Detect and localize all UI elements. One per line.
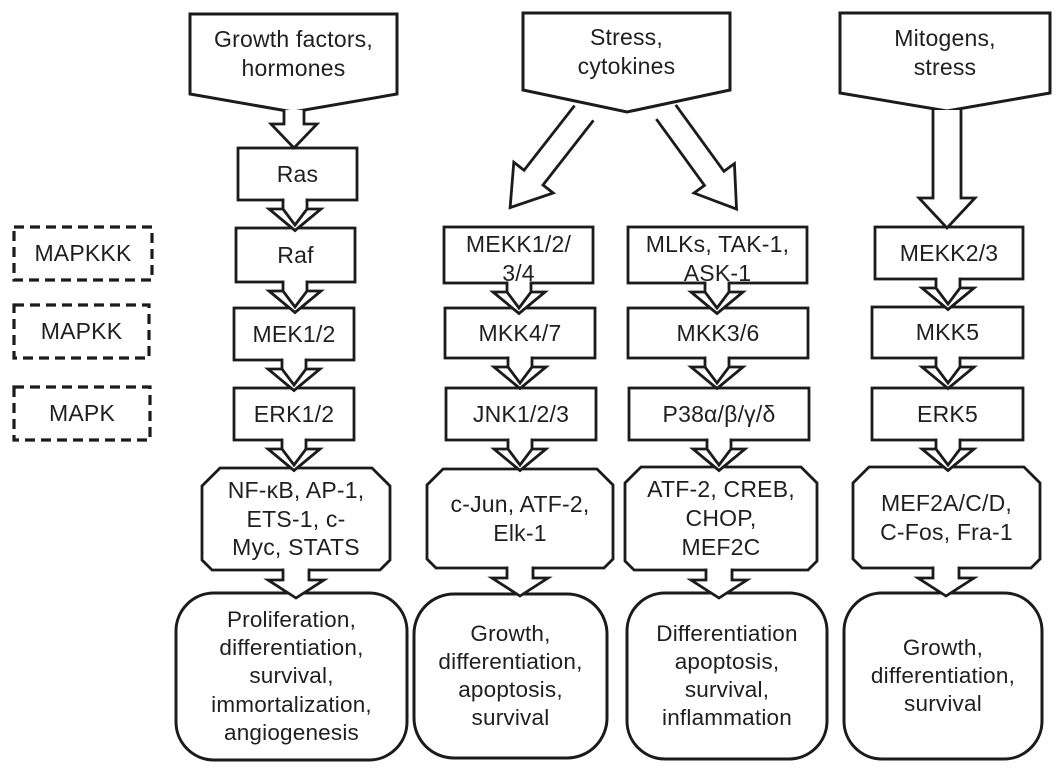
kinase-box-erk5 xyxy=(870,386,1025,442)
arrow-tfs-to-outcome-erk5 xyxy=(916,564,976,598)
tf-box-erk5-pathway xyxy=(851,465,1042,570)
arrow-mek12-to-erk12 xyxy=(266,356,322,392)
kinase-label-erk5: ERK5 xyxy=(917,400,978,427)
kinase-label-raf: Raf xyxy=(277,241,314,268)
arrow-mekk23-to-mkk5 xyxy=(920,275,976,311)
kinase-label-mek12: MEK1/2 xyxy=(252,320,336,347)
arrow-mkk36-to-p38 xyxy=(689,354,745,390)
row-label-box-mapk xyxy=(12,385,152,442)
arrow-mitogens-to-mekk23 xyxy=(917,108,977,230)
row-label-mapkkk: MAPKKK xyxy=(34,240,132,267)
kinase-box-erk12 xyxy=(232,386,356,442)
kinase-label-mkk36: MKK3/6 xyxy=(676,319,760,346)
arrow-jnk123-to-tfs xyxy=(492,436,548,472)
kinase-label-mkk5: MKK5 xyxy=(915,319,980,346)
source-shape-mitogens-stress xyxy=(838,11,1052,113)
source-shape-growth-factors xyxy=(188,12,399,114)
arrow-tfs-to-outcome-jnk xyxy=(490,564,550,598)
arrow-ras-to-raf xyxy=(267,196,323,232)
tf-label-erk5-pathway: MEF2A/C/D, C-Fos, Fra-1 xyxy=(880,489,1013,545)
tf-box-p38-pathway xyxy=(623,465,819,572)
arrow-mkk5-to-erk5 xyxy=(920,354,976,390)
kinase-label-mlks-tak1-ask1: MLKs, TAK-1, ASK-1 xyxy=(645,231,790,286)
kinase-box-mekk1234 xyxy=(442,225,595,285)
outcome-label-p38-pathway: Differentiation apoptosis, survival, inf… xyxy=(656,620,798,731)
kinase-box-mekk23 xyxy=(873,225,1025,281)
row-label-box-mapkkk xyxy=(12,225,154,282)
row-label-mapk: MAPK xyxy=(49,400,115,427)
kinase-label-erk12: ERK1/2 xyxy=(253,400,335,427)
kinase-box-raf xyxy=(234,226,357,284)
tf-label-erk-pathway: NF-κB, AP-1, ETS-1, c- Myc, STATS xyxy=(227,476,365,561)
kinase-label-mkk47: MKK4/7 xyxy=(478,319,562,346)
row-label-box-mapkk xyxy=(12,303,151,360)
source-shape-stress-cytokines xyxy=(521,11,732,114)
source-label-mitogens-stress: Mitogens, stress xyxy=(894,25,996,80)
kinase-box-mkk36 xyxy=(626,306,810,360)
kinase-box-jnk123 xyxy=(444,386,598,442)
arrow-stress-to-mlks xyxy=(644,95,759,226)
arrow-growth-to-ras xyxy=(269,108,319,150)
arrow-stress-to-mekk1234 xyxy=(489,96,606,225)
tf-label-jnk-pathway: c-Jun, ATF-2, Elk-1 xyxy=(450,490,590,546)
kinase-box-mlks-tak1-ask1 xyxy=(626,225,809,285)
arrow-erk12-to-tfs xyxy=(266,436,322,472)
kinase-box-mek12 xyxy=(232,306,356,362)
kinase-box-mkk5 xyxy=(870,305,1025,360)
arrow-mkk47-to-jnk123 xyxy=(492,354,548,390)
row-label-mapkk: MAPKK xyxy=(40,318,123,345)
outcome-label-erk5-pathway: Growth, differentiation, survival xyxy=(870,634,1016,717)
tf-box-jnk-pathway xyxy=(425,467,615,570)
arrow-erk5-to-tfs xyxy=(920,436,976,472)
source-label-growth-factors: Growth factors, hormones xyxy=(214,26,373,81)
source-label-stress-cytokines: Stress, cytokines xyxy=(577,24,676,79)
outcome-label-erk-pathway: Proliferation, differentiation, survival… xyxy=(211,607,372,745)
kinase-label-mekk23: MEKK2/3 xyxy=(899,239,999,266)
outcome-box-jnk-pathway xyxy=(412,592,609,760)
tf-label-p38-pathway: ATF-2, CREB, CHOP, MEF2C xyxy=(647,476,795,560)
kinase-label-jnk123: JNK1/2/3 xyxy=(472,400,570,427)
arrow-p38-to-tfs xyxy=(691,436,747,472)
kinase-label-mekk1234: MEKK1/2/ 3/4 xyxy=(465,231,572,286)
kinase-label-ras: Ras xyxy=(276,160,319,187)
outcome-label-jnk-pathway: Growth, differentiation, apoptosis, surv… xyxy=(438,620,583,731)
tf-box-erk-pathway xyxy=(200,466,392,572)
kinase-label-p38: P38α/β/γ/δ xyxy=(662,400,776,427)
